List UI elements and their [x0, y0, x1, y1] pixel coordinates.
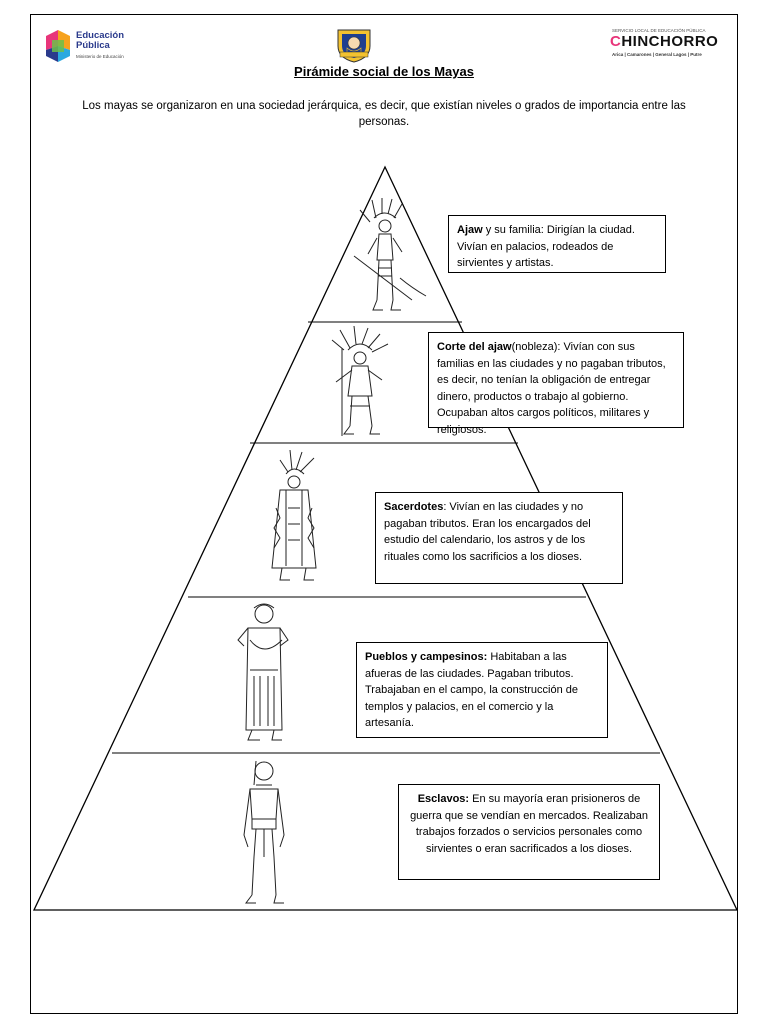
nobleza-figure — [322, 326, 402, 441]
ajaw-figure — [352, 196, 432, 321]
level-ajaw-box: Ajaw y su familia: Dirigían la ciudad. V… — [448, 215, 666, 273]
campesino-figure — [230, 600, 296, 745]
esclavo-figure — [234, 757, 294, 907]
level-campesinos-title: Pueblos y campesinos: — [365, 651, 487, 663]
level-esclavos-title: Esclavos: — [418, 793, 469, 805]
level-campesinos-box: Pueblos y campesinos: Habitaban a las af… — [356, 642, 608, 738]
level-esclavos-box: Esclavos: En su mayoría eran prisioneros… — [398, 784, 660, 880]
sacerdote-figure — [258, 448, 330, 588]
level-nobleza-title: Corte del ajaw — [437, 341, 512, 353]
level-nobleza-text: (nobleza): Vivían con sus familias en la… — [437, 341, 666, 436]
level-sacerdotes-title: Sacerdotes — [384, 501, 443, 513]
level-nobleza-box: Corte del ajaw(nobleza): Vivían con sus … — [428, 332, 684, 428]
level-ajaw-text: y su familia: Dirigían la ciudad. Vivían… — [457, 224, 635, 269]
level-ajaw-title: Ajaw — [457, 224, 483, 236]
level-sacerdotes-box: Sacerdotes: Vivían en las ciudades y no … — [375, 492, 623, 584]
